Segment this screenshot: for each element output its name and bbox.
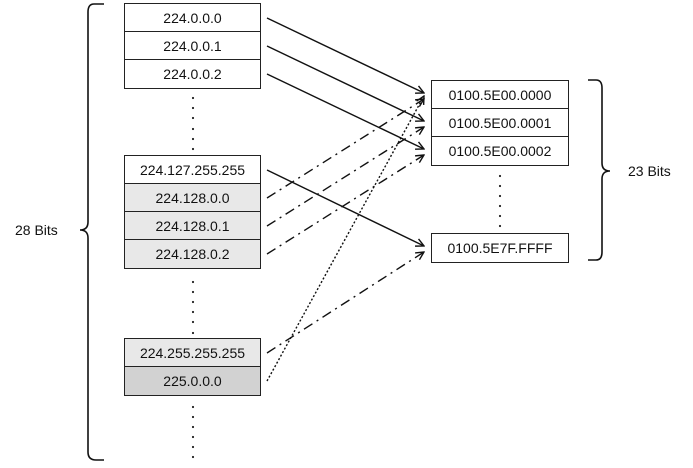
mac-group-2: 0100.5E7F.FFFF: [431, 233, 569, 263]
ip-group-1: 224.0.0.0 224.0.0.1 224.0.0.2: [124, 3, 261, 89]
ip-cell: 224.0.0.2: [125, 60, 260, 88]
mapping-arrow-dash-dot: [266, 155, 424, 255]
mapping-arrow-solid: [266, 73, 424, 149]
right-brace: [588, 79, 611, 261]
ip-cell: 224.0.0.1: [125, 32, 260, 60]
mapping-arrow-dash-dot: [266, 99, 424, 199]
ip-cell: 225.0.0.0: [125, 367, 260, 395]
left-brace: [79, 3, 104, 461]
mapping-arrow-dash-dot: [266, 252, 424, 354]
mapping-arrow-solid: [266, 169, 424, 246]
left-brace-label: 28 Bits: [15, 222, 58, 238]
mac-cell: 0100.5E7F.FFFF: [432, 234, 568, 262]
ip-group-3: 224.255.255.255 225.0.0.0: [124, 338, 261, 396]
mapping-arrow-solid: [266, 17, 424, 93]
ip-cell: 224.128.0.1: [125, 212, 260, 240]
ip-group-2: 224.127.255.255 224.128.0.0 224.128.0.1 …: [124, 155, 261, 269]
mac-cell: 0100.5E00.0000: [432, 81, 568, 109]
mac-cell: 0100.5E00.0002: [432, 137, 568, 165]
mapping-arrow-solid: [266, 45, 424, 121]
mapping-arrow-dash-dot: [266, 127, 424, 227]
mac-cell: 0100.5E00.0001: [432, 109, 568, 137]
ip-cell: 224.255.255.255: [125, 339, 260, 367]
ip-cell: 224.128.0.0: [125, 184, 260, 212]
ellipsis-dots: [191, 96, 502, 459]
ip-cell: 224.127.255.255: [125, 156, 260, 184]
mac-group-1: 0100.5E00.0000 0100.5E00.0001 0100.5E00.…: [431, 80, 569, 166]
ip-cell: 224.0.0.0: [125, 4, 260, 32]
right-brace-label: 23 Bits: [628, 163, 671, 179]
ip-cell: 224.128.0.2: [125, 240, 260, 268]
